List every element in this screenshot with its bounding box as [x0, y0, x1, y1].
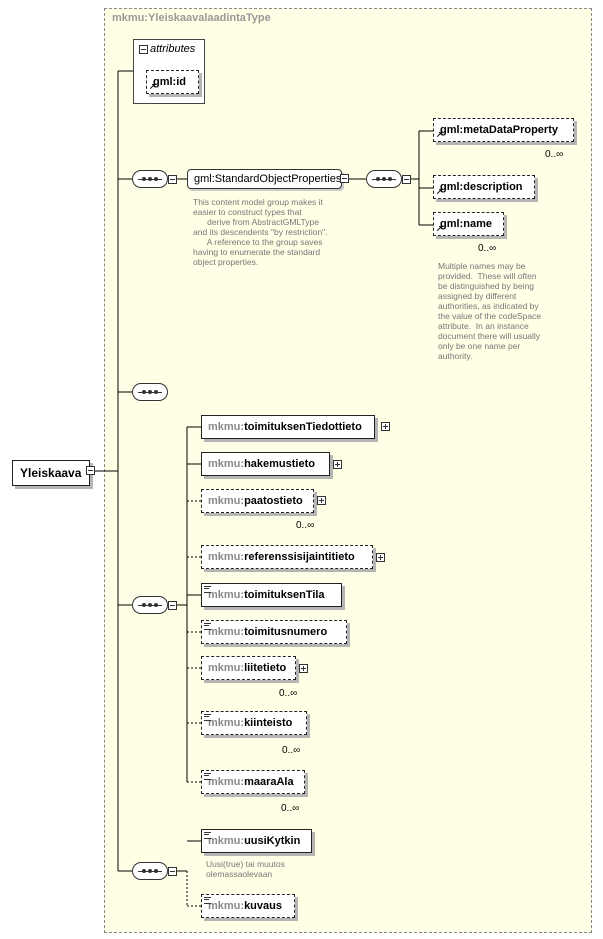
collapse-icon[interactable] [168, 867, 177, 876]
element-kuvaus[interactable]: mkmu:kuvaus [201, 894, 295, 918]
expand-icon[interactable] [333, 460, 342, 469]
name-annotation: Multiple names may be provided. These wi… [438, 261, 542, 361]
cardinality: 0..∞ [281, 803, 300, 814]
collapse-icon[interactable] [86, 466, 95, 475]
expand-icon[interactable] [381, 422, 390, 431]
collapse-icon[interactable] [340, 174, 349, 183]
reference-arrow-icon: ↗ [436, 187, 443, 196]
attribute-gml-id[interactable]: gml:id ↗ [146, 70, 199, 94]
collapse-icon[interactable] [139, 45, 148, 54]
element-referenssisijaintitieto[interactable]: mkmu:referenssisijaintitieto [201, 545, 373, 569]
complex-type-title: mkmu:YleiskaavalaadintaType [112, 12, 271, 24]
collapse-icon[interactable] [168, 601, 177, 610]
sequence-compositor [132, 170, 168, 188]
expand-icon[interactable] [299, 664, 308, 673]
expand-icon[interactable] [317, 496, 326, 505]
element-gml-description[interactable]: gml:description ↗ [433, 175, 535, 199]
element-gml-metadataproperty[interactable]: gml:metaDataProperty ↗ [433, 118, 574, 142]
element-uusikytkin[interactable]: mkmu:uusiKytkin [201, 829, 312, 853]
element-gml-name[interactable]: gml:name ↗ [433, 212, 504, 236]
element-toimituksentiedottieto[interactable]: mkmu:toimituksenTiedottieto [201, 415, 375, 439]
element-hakemustieto[interactable]: mkmu:hakemustieto [201, 452, 330, 476]
cardinality: 0..∞ [478, 243, 497, 254]
reference-arrow-icon: ↗ [436, 130, 443, 139]
sequence-compositor [366, 170, 402, 188]
sequence-compositor [132, 383, 168, 401]
element-toimitusnumero[interactable]: mkmu:toimitusnumero [201, 620, 347, 644]
element-kiinteisto[interactable]: mkmu:kiinteisto [201, 711, 307, 735]
cardinality: 0..∞ [282, 745, 301, 756]
expand-icon[interactable] [376, 553, 385, 562]
collapse-icon[interactable] [168, 175, 177, 184]
element-maaraala[interactable]: mkmu:maaraAla [201, 770, 305, 794]
element-paatostieto[interactable]: mkmu:paatostieto [201, 489, 314, 513]
element-toimituksentila[interactable]: mkmu:toimituksenTila [201, 583, 342, 607]
group-standard-object-properties[interactable]: gml:StandardObjectProperties [187, 169, 342, 189]
complex-type-box [104, 8, 592, 933]
sequence-compositor [132, 596, 168, 614]
cardinality: 0..∞ [279, 688, 298, 699]
reference-arrow-icon: ↗ [149, 82, 156, 91]
root-element[interactable]: Yleiskaava [12, 460, 90, 486]
uusikytkin-annotation: Uusi(true) tai muutos olemassaolevaan [206, 859, 285, 879]
collapse-icon[interactable] [402, 175, 411, 184]
attributes-title: attributes [150, 43, 196, 55]
root-element-label: Yleiskaava [20, 466, 82, 480]
element-liitetieto[interactable]: mkmu:liitetieto [201, 656, 296, 680]
cardinality: 0..∞ [296, 520, 315, 531]
sequence-compositor [132, 862, 168, 880]
reference-arrow-icon: ↗ [436, 224, 443, 233]
cardinality: 0..∞ [545, 149, 564, 160]
group-annotation: This content model group makes it easier… [193, 197, 328, 267]
